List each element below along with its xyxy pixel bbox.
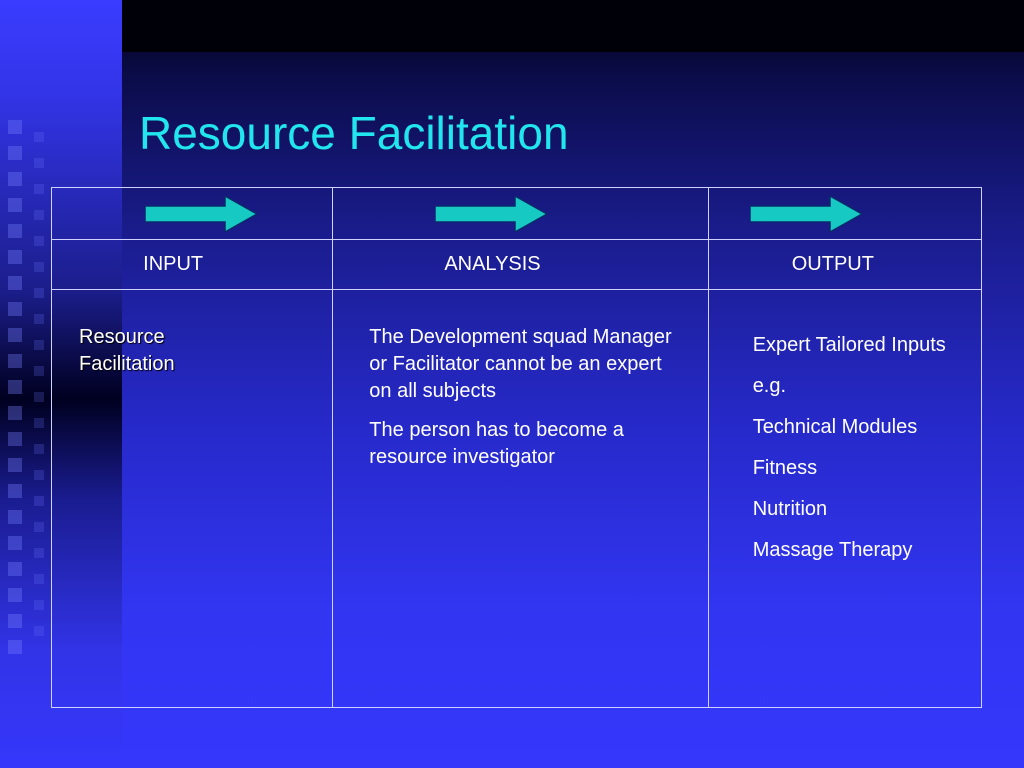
analysis-text: The person has to become a resource inve… xyxy=(369,419,624,468)
output-item: Technical Modules xyxy=(752,416,918,438)
right-arrow-icon xyxy=(748,194,864,234)
right-arrow-icon xyxy=(434,194,549,234)
arrow-row xyxy=(50,187,983,240)
column-header-output: OUTPUT xyxy=(707,239,983,290)
arrow-cell-output xyxy=(707,187,983,240)
arrow-cell-analysis xyxy=(332,187,709,240)
header-row: INPUT ANALYSIS OUTPUT xyxy=(50,239,983,290)
top-strip xyxy=(122,0,1024,52)
output-item: Expert Tailored Inputs xyxy=(752,334,946,356)
decorative-squares xyxy=(8,120,26,680)
column-header-input: INPUT xyxy=(50,239,334,290)
input-cell: Resource Facilitation xyxy=(50,289,334,708)
analysis-cell: The Development squad Manager or Facilit… xyxy=(332,289,709,708)
output-item: e.g. xyxy=(752,375,787,397)
analysis-text: The Development squad Manager or Facilit… xyxy=(369,326,672,402)
column-header-analysis: ANALYSIS xyxy=(332,239,709,290)
output-item: Massage Therapy xyxy=(752,539,913,561)
process-table: INPUT ANALYSIS OUTPUT Resource Facilitat… xyxy=(50,187,983,708)
decorative-squares-secondary xyxy=(34,132,52,672)
content-row: Resource Facilitation The Development sq… xyxy=(50,289,983,708)
output-item: Fitness xyxy=(752,457,818,479)
input-text: Resource Facilitation xyxy=(79,326,175,375)
right-arrow-icon xyxy=(144,194,259,234)
output-cell: Expert Tailored Inputs e.g. Technical Mo… xyxy=(707,289,983,708)
slide-title: Resource Facilitation xyxy=(139,107,569,159)
output-item: Nutrition xyxy=(752,498,828,520)
arrow-cell-input xyxy=(50,187,334,240)
